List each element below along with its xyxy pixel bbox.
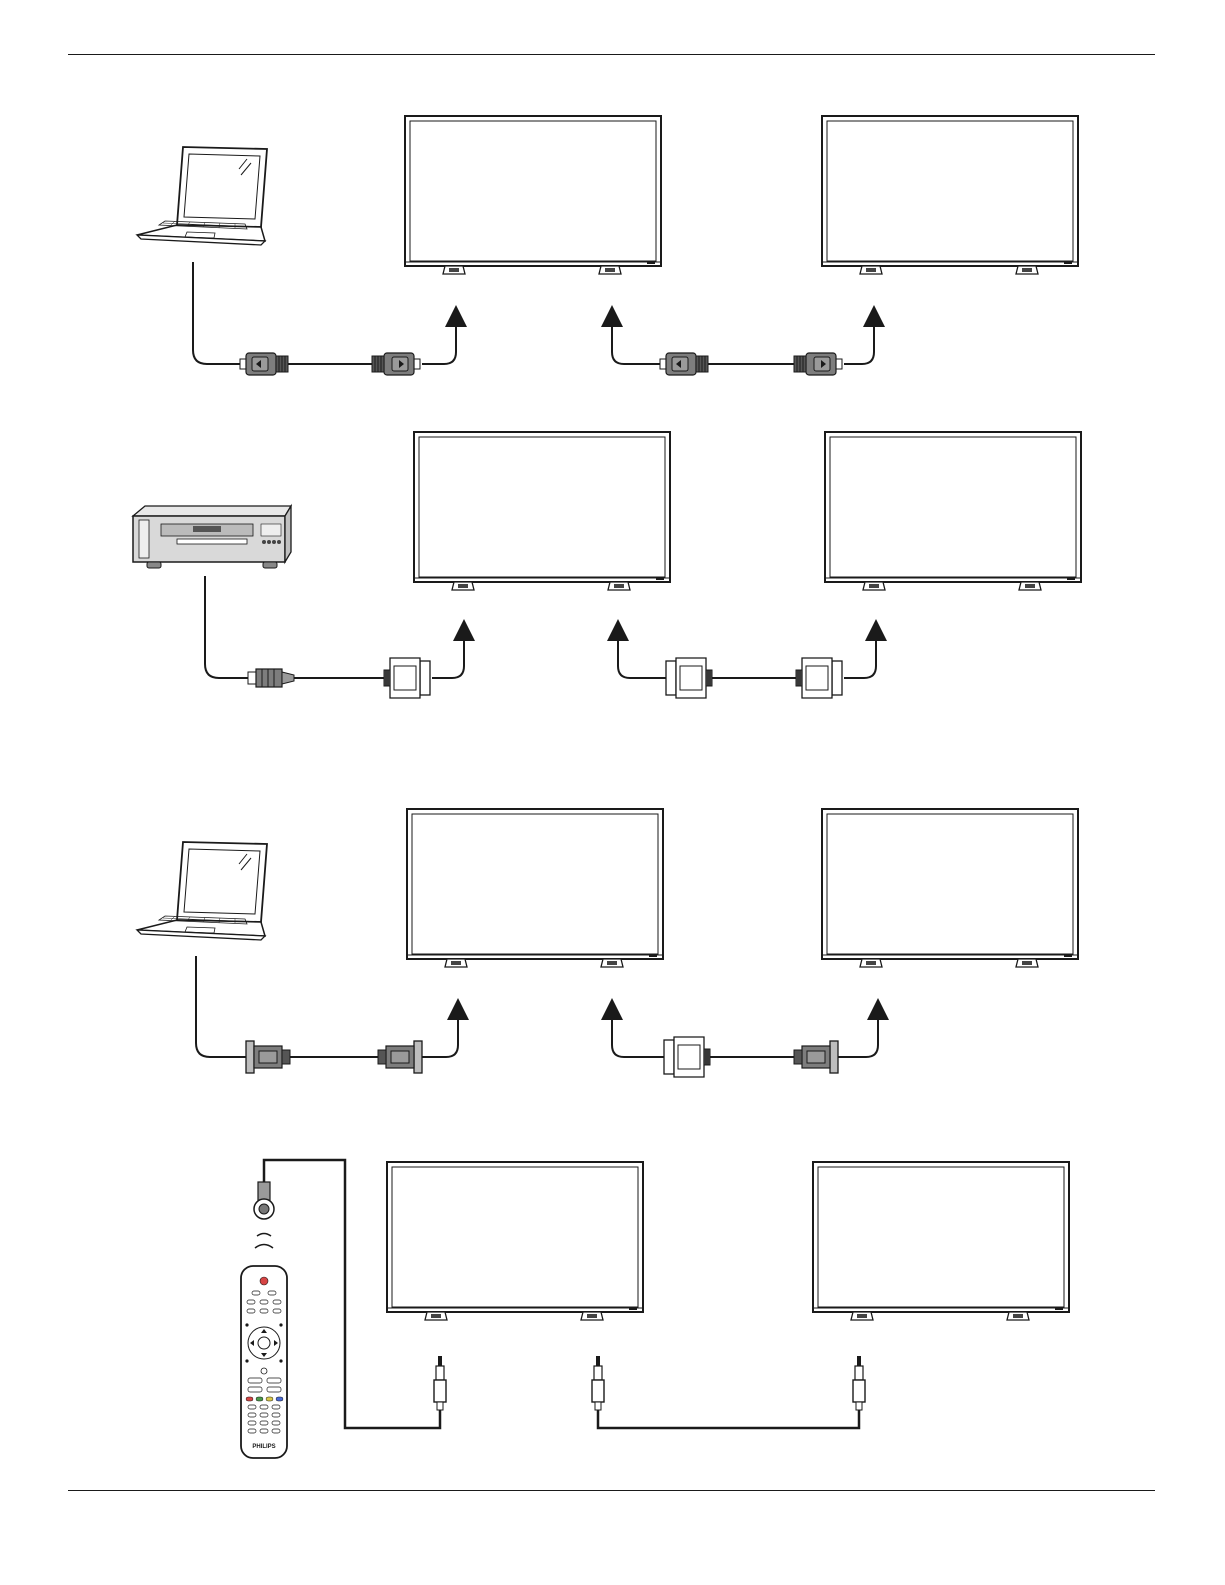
- displayport-connector-icon: [794, 353, 842, 375]
- ir-signal-icon: [255, 1234, 273, 1249]
- audio-jack-icon: [853, 1356, 865, 1410]
- vga-connector-icon: [246, 1041, 290, 1073]
- hdmi-connector-icon: [248, 669, 294, 687]
- display-1b: [822, 116, 1078, 274]
- dvi-connector-icon: [796, 658, 842, 698]
- vga-connector-icon: [378, 1041, 422, 1073]
- dvi-connector-icon: [666, 658, 712, 698]
- audio-jack-icon: [434, 1356, 446, 1410]
- audio-jack-icon: [592, 1356, 604, 1410]
- remote-control-icon: PHILIPS: [241, 1266, 287, 1458]
- dvi-connector-icon: [384, 658, 430, 698]
- display-2a: [414, 432, 670, 590]
- arrow-up-icon: [865, 619, 887, 641]
- dvd-player-icon: [133, 506, 291, 568]
- arrow-up-icon: [863, 305, 885, 327]
- section-displayport: [137, 116, 1078, 375]
- section-dvi: [133, 432, 1081, 698]
- display-3a: [407, 809, 663, 967]
- arrow-up-icon: [607, 619, 629, 641]
- laptop-icon: [137, 842, 267, 940]
- display-2b: [825, 432, 1081, 590]
- displayport-connector-icon: [372, 353, 420, 375]
- display-1a: [405, 116, 661, 274]
- display-3b: [822, 809, 1078, 967]
- arrow-up-icon: [601, 305, 623, 327]
- arrow-up-icon: [867, 998, 889, 1020]
- displayport-connector-icon: [660, 353, 708, 375]
- display-4a: [387, 1162, 643, 1320]
- vga-connector-icon: [794, 1041, 838, 1073]
- displayport-connector-icon: [240, 353, 288, 375]
- arrow-up-icon: [453, 619, 475, 641]
- cable-line: [193, 262, 240, 364]
- section-vga: [137, 809, 1078, 1077]
- display-4b: [813, 1162, 1069, 1320]
- arrow-up-icon: [447, 998, 469, 1020]
- section-ir: PHILIPS: [241, 1160, 1069, 1458]
- ir-receiver-icon: [254, 1182, 274, 1219]
- arrow-up-icon: [601, 998, 623, 1020]
- laptop-icon: [137, 147, 267, 245]
- vga-connector-icon: [664, 1037, 710, 1077]
- arrow-up-icon: [445, 305, 467, 327]
- remote-brand-label: PHILIPS: [252, 1444, 275, 1450]
